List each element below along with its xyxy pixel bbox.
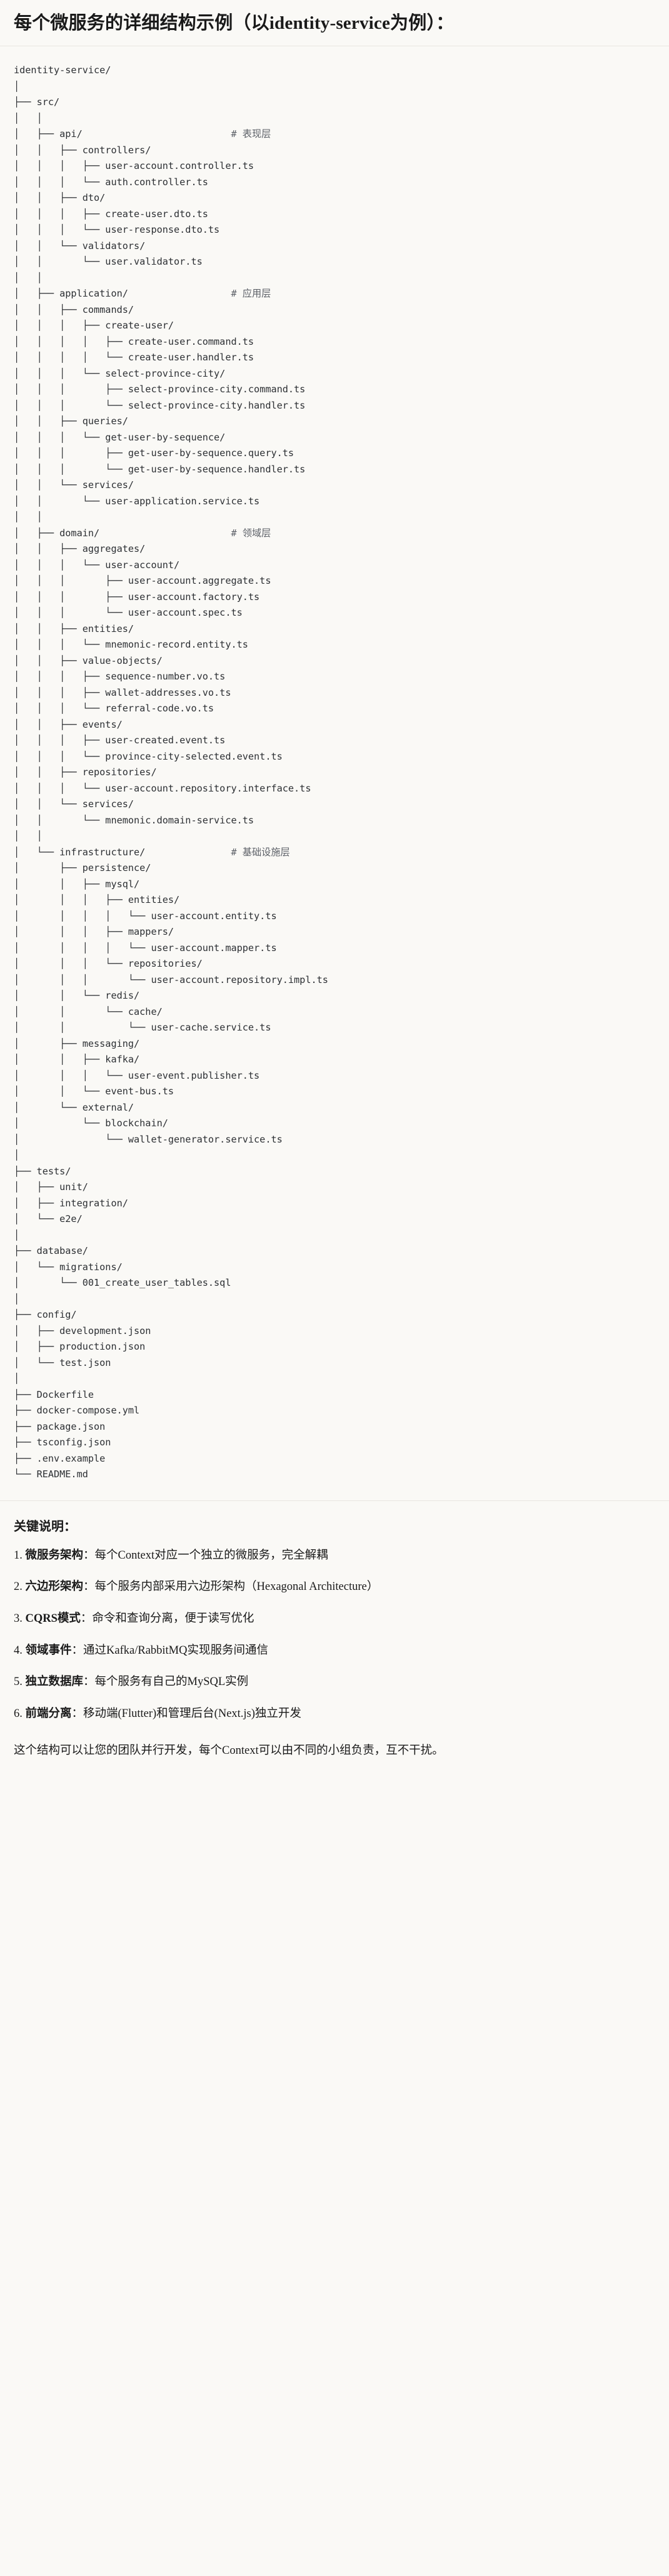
key-point-number: 4. xyxy=(14,1644,26,1657)
key-point-term: 微服务架构 xyxy=(25,1549,84,1562)
key-point-term: CQRS模式 xyxy=(25,1612,81,1625)
tree-comment: # 表现层 xyxy=(231,128,271,140)
key-point-description: ：命令和查询分离，便于读写优化 xyxy=(80,1612,254,1625)
key-point-item: 6. 前端分离：移动端(Flutter)和管理后台(Next.js)独立开发 xyxy=(14,1705,655,1723)
key-point-description: ：每个Context对应一个独立的微服务，完全解耦 xyxy=(83,1549,328,1562)
key-point-number: 1. xyxy=(14,1549,26,1562)
key-point-number: 5. xyxy=(14,1676,26,1689)
key-point-number: 2. xyxy=(14,1581,26,1594)
key-point-term: 独立数据库 xyxy=(25,1676,84,1689)
key-point-description: ：通过Kafka/RabbitMQ实现服务间通信 xyxy=(71,1644,268,1657)
key-point-description: ：移动端(Flutter)和管理后台(Next.js)独立开发 xyxy=(71,1708,301,1720)
document-page: 每个微服务的详细结构示例（以identity-service为例）： ident… xyxy=(0,0,669,1788)
key-point-item: 1. 微服务架构：每个Context对应一个独立的微服务，完全解耦 xyxy=(14,1547,655,1565)
directory-tree-content: identity-service/ │ ├── src/ │ │ │ ├── a… xyxy=(14,64,328,1480)
key-point-term: 前端分离 xyxy=(25,1708,72,1720)
key-point-number: 3. xyxy=(14,1612,26,1625)
key-point-item: 4. 领域事件：通过Kafka/RabbitMQ实现服务间通信 xyxy=(14,1642,655,1660)
tree-comment: # 基础设施层 xyxy=(231,846,290,858)
closing-paragraph: 这个结构可以让您的团队并行开发，每个Context可以由不同的小组负责，互不干扰… xyxy=(14,1744,444,1757)
key-point-number: 6. xyxy=(14,1708,26,1720)
key-point-item: 2. 六边形架构：每个服务内部采用六边形架构（Hexagonal Archite… xyxy=(14,1578,655,1596)
directory-tree-code-block: identity-service/ │ ├── src/ │ │ │ ├── a… xyxy=(0,46,669,1501)
key-point-description: ：每个服务内部采用六边形架构（Hexagonal Architecture） xyxy=(83,1581,379,1594)
key-points-title: 关键说明： xyxy=(14,1519,76,1534)
tree-comment: # 领域层 xyxy=(231,527,271,539)
page-title: 每个微服务的详细结构示例（以identity-service为例）： xyxy=(0,0,669,47)
key-point-term: 六边形架构 xyxy=(25,1581,84,1594)
key-point-item: 5. 独立数据库：每个服务有自己的MySQL实例 xyxy=(14,1673,655,1691)
key-point-description: ：每个服务有自己的MySQL实例 xyxy=(83,1676,249,1689)
tree-comment: # 应用层 xyxy=(231,288,271,300)
key-point-term: 领域事件 xyxy=(25,1644,72,1657)
key-points-list: 1. 微服务架构：每个Context对应一个独立的微服务，完全解耦 2. 六边形架… xyxy=(14,1547,655,1723)
key-point-item: 3. CQRS模式：命令和查询分离，便于读写优化 xyxy=(14,1610,655,1628)
key-points-section: 关键说明： 1. 微服务架构：每个Context对应一个独立的微服务，完全解耦 2… xyxy=(0,1501,669,1788)
